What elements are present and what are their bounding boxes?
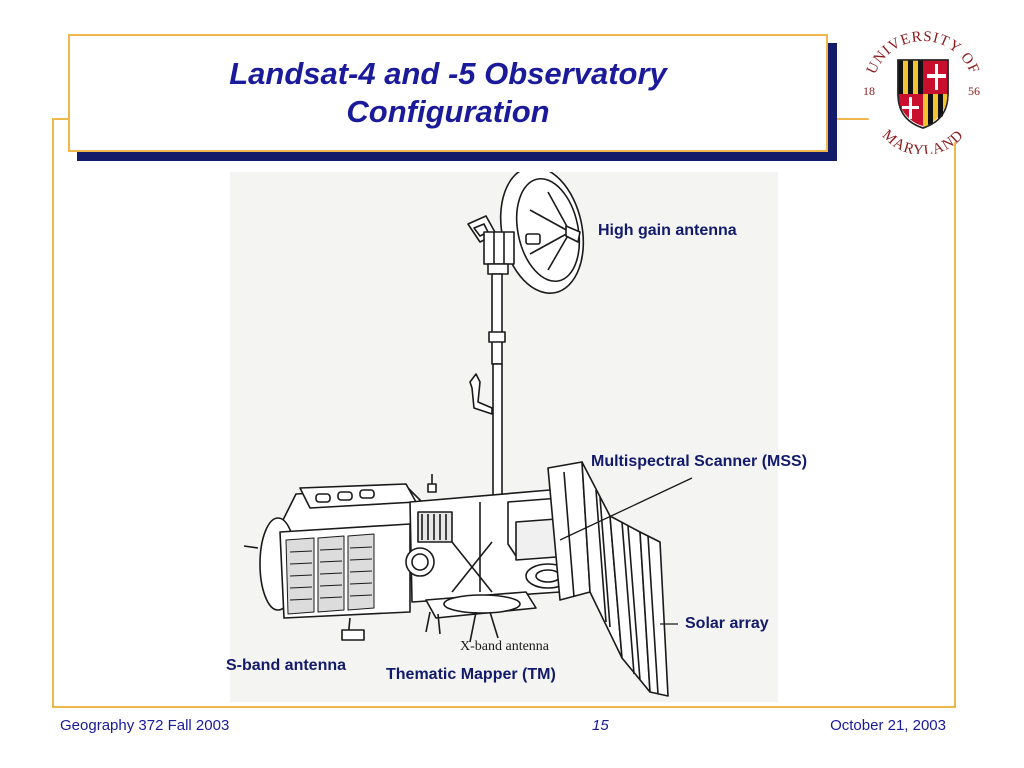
title-line-1: Landsat-4 and -5 Observatory [229, 56, 667, 91]
label-s-band-antenna: S-band antenna [226, 657, 347, 674]
label-mss: Multispectral Scanner (MSS) [591, 453, 808, 470]
footer-course: Geography 372 Fall 2003 [60, 717, 230, 734]
title-box: Landsat-4 and -5 Observatory Configurati… [68, 34, 828, 152]
footer-date: October 21, 2003 [830, 717, 946, 734]
label-high-gain-antenna: High gain antenna [598, 222, 737, 239]
landsat-diagram: X-band antenna [243, 172, 693, 697]
antenna-mast [469, 273, 506, 505]
thematic-mapper-instrument [425, 591, 537, 643]
mss-leader-line [559, 477, 693, 541]
logo-year-left: 18 [863, 84, 875, 98]
solar-array-panels [547, 461, 669, 697]
label-solar-array: Solar array [685, 615, 769, 632]
university-seal-logo: UNIVERSITY OF MARYLAND 18 56 [861, 27, 985, 154]
xband-antenna-text: X-band antenna [460, 639, 550, 654]
high-gain-dish-icon [467, 172, 585, 294]
s-band-antenna-icon [243, 545, 365, 641]
label-thematic-mapper: Thematic Mapper (TM) [386, 666, 556, 683]
maryland-shield-icon [897, 59, 949, 129]
footer-page-number: 15 [592, 717, 609, 734]
title-line-2: Configuration [346, 94, 550, 129]
logo-year-right: 56 [968, 84, 980, 98]
slide-title: Landsat-4 and -5 Observatory Configurati… [229, 55, 667, 131]
